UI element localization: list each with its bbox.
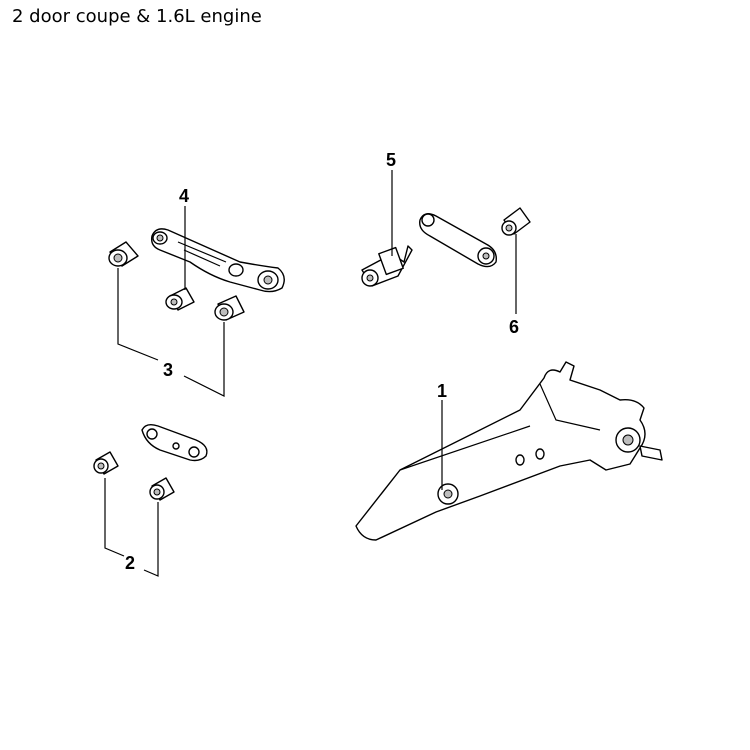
bushing-3-right bbox=[214, 295, 245, 321]
upper-arm-part bbox=[150, 228, 285, 293]
callout-4: 4 bbox=[179, 186, 189, 206]
leader-3-left bbox=[117, 268, 159, 361]
leader-2-left bbox=[104, 478, 125, 557]
callout-3: 3 bbox=[163, 360, 173, 380]
bushing-5 bbox=[361, 245, 413, 287]
diagram-title: 2 door coupe & 1.6L engine bbox=[12, 6, 262, 27]
bushing-4 bbox=[165, 287, 195, 311]
bushing-3-left bbox=[108, 241, 139, 267]
leader-2-right bbox=[143, 502, 159, 577]
link-arm-part bbox=[419, 213, 497, 268]
callout-6: 6 bbox=[509, 317, 519, 337]
leader-lines bbox=[104, 170, 517, 577]
trailing-arm-part bbox=[355, 361, 663, 541]
bushing-2-left bbox=[93, 451, 119, 475]
callout-5: 5 bbox=[386, 150, 396, 170]
leader-3-right bbox=[183, 322, 225, 397]
lower-bracket-part bbox=[141, 423, 208, 462]
callout-2: 2 bbox=[125, 553, 135, 573]
bushing-6 bbox=[501, 207, 531, 236]
callout-1: 1 bbox=[437, 381, 447, 401]
bushing-2-right bbox=[149, 477, 175, 501]
